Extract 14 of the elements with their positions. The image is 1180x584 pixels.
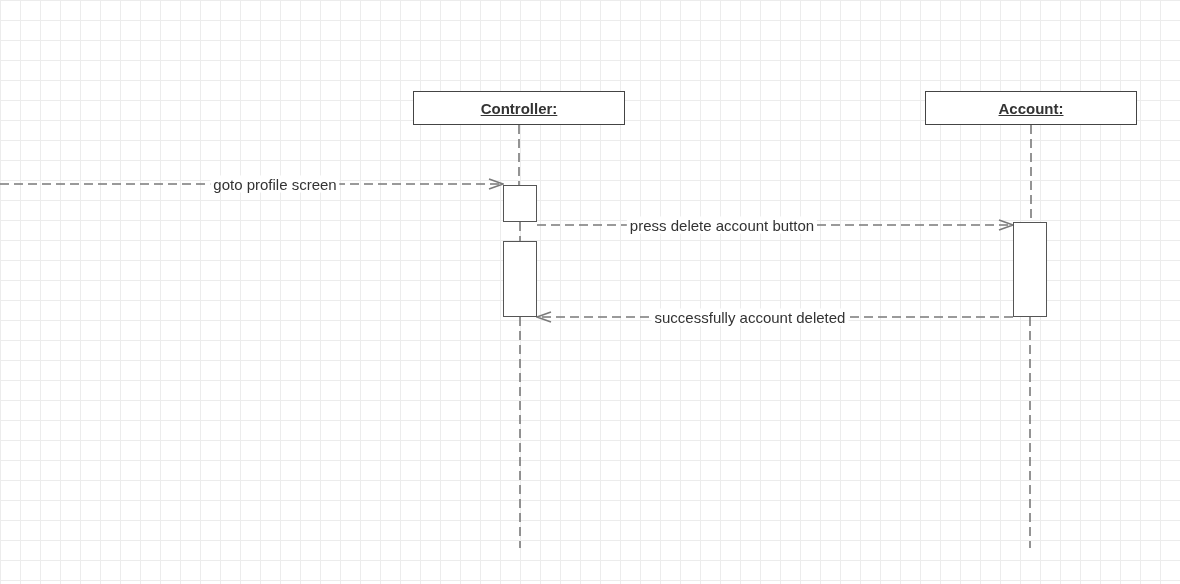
activation-bar xyxy=(503,185,537,222)
lifeline xyxy=(518,124,520,186)
lifeline-header xyxy=(925,91,1137,125)
activation-bar xyxy=(503,241,537,317)
lifeline-header xyxy=(413,91,625,125)
object-name: Controller: xyxy=(480,99,558,117)
lifeline xyxy=(519,316,521,549)
lifeline xyxy=(1029,316,1031,549)
edge-label: goto profile screen xyxy=(210,175,340,193)
object-name: Account: xyxy=(998,99,1064,117)
activation-bar xyxy=(1013,222,1047,317)
edge-label: press delete account button xyxy=(626,216,818,234)
lifeline xyxy=(519,221,521,242)
edge-label: successfully account deleted xyxy=(651,308,849,326)
